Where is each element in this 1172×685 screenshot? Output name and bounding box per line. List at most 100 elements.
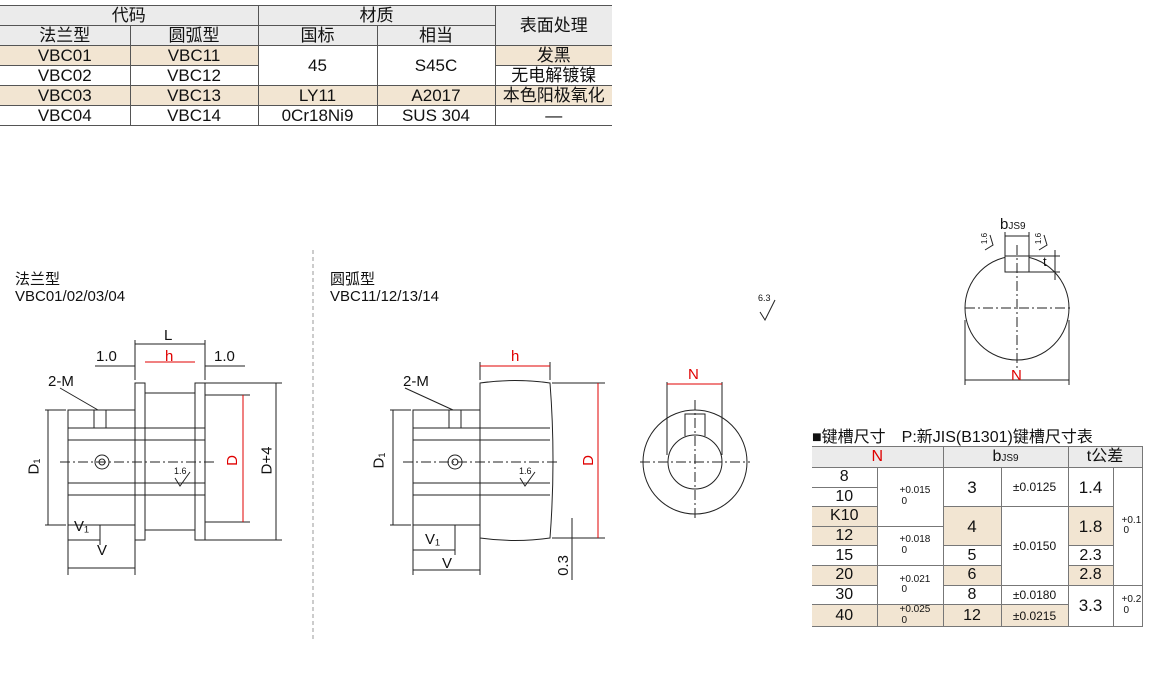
arc-drawing	[390, 362, 605, 580]
dim-D4: D+4	[258, 446, 276, 475]
keyway-drawing	[964, 232, 1070, 385]
cell-N: 40	[812, 604, 878, 628]
cell-N: 8	[812, 467, 878, 488]
b-label: b	[1000, 216, 1009, 233]
b-subscript: JS9	[1008, 221, 1026, 232]
cell: VBC11	[129, 45, 258, 66]
header-arc: 圆弧型	[129, 25, 258, 46]
header-t: t公差	[1067, 446, 1143, 468]
roughness: 1.6	[519, 466, 532, 476]
dim-D: D	[223, 455, 241, 466]
cell: VBC03	[0, 85, 130, 106]
cell-b-tol: ±0.0150	[1000, 506, 1069, 586]
header-gb: 国标	[257, 25, 377, 46]
cell: VBC04	[0, 105, 130, 126]
cell: VBC02	[0, 65, 130, 86]
cell-N: 10	[812, 486, 878, 508]
dim-V1: V₁	[425, 531, 441, 548]
cell-b: 6	[942, 564, 1002, 586]
dim-h: h	[511, 348, 520, 365]
header-equiv: 相当	[376, 25, 495, 46]
cell-t: 2.8	[1067, 564, 1114, 586]
cell: —	[494, 105, 612, 126]
cell-t: 1.8	[1067, 506, 1114, 547]
header-surface: 表面处理	[494, 5, 612, 46]
cell-N: 15	[812, 545, 878, 566]
dim-b: bJS9	[1000, 216, 1026, 233]
general-roughness: 6.3	[758, 293, 771, 303]
flange-title: 法兰型	[15, 271, 61, 288]
roughness-right: 1.6	[1034, 232, 1044, 245]
cell-N: 20	[812, 564, 878, 586]
dim-gap-left: 1.0	[96, 348, 117, 365]
header-N: N	[812, 446, 944, 468]
cell-b: 8	[942, 584, 1002, 606]
cell-N: 30	[812, 584, 878, 606]
dim-L: L	[164, 327, 173, 344]
cell: 无电解镀镍	[494, 65, 612, 86]
cell-b-tol: ±0.0215	[1000, 604, 1069, 628]
flange-drawing	[45, 340, 282, 575]
cell: 发黑	[494, 45, 612, 66]
cell-b: 4	[942, 506, 1002, 547]
cell-b-tol: ±0.0125	[1000, 466, 1069, 508]
cell: 45	[257, 45, 377, 86]
cell: A2017	[376, 85, 495, 106]
dim-V1: V₁	[74, 518, 90, 535]
cell-b: 3	[942, 466, 1002, 508]
dim-N: N	[688, 366, 699, 383]
side-view-drawing	[640, 299, 776, 520]
dim-h: h	[165, 348, 174, 365]
cell: 0Cr18Ni9	[257, 105, 377, 126]
cell-N: 12	[812, 525, 878, 547]
dim-gap-right: 1.0	[214, 348, 235, 365]
dim-V: V	[442, 555, 453, 572]
header-code: 代码	[0, 5, 258, 26]
cell: LY11	[257, 85, 377, 106]
b-subscript: JS9	[1001, 453, 1019, 464]
cell-N: K10	[812, 506, 878, 527]
key-table-title: ■键槽尺寸 P:新JIS(B1301)键槽尺寸表	[812, 429, 1093, 446]
dim-N: N	[1011, 367, 1022, 384]
roughness: 1.6	[174, 466, 187, 476]
tap-label: 2-M	[48, 373, 74, 390]
cell-t: 2.3	[1067, 545, 1114, 566]
cell-b: 5	[942, 545, 1002, 566]
cell: SUS 304	[376, 105, 495, 126]
tap-label: 2-M	[403, 373, 429, 390]
dim-D1: D₁	[370, 452, 388, 469]
dim-t: t	[1043, 254, 1047, 269]
b-label: b	[992, 448, 1002, 465]
header-b: bJS9	[942, 446, 1069, 468]
cell: VBC01	[0, 45, 130, 66]
cell-b: 12	[942, 604, 1002, 628]
dim-offset: 0.3	[554, 555, 572, 576]
cell-t: 3.3	[1067, 584, 1114, 628]
flange-codes: VBC01/02/03/04	[15, 288, 126, 305]
header-flange: 法兰型	[0, 25, 130, 46]
dim-V: V	[97, 542, 108, 559]
dim-D: D	[579, 455, 597, 466]
cell-t: 1.4	[1067, 466, 1114, 508]
cell-b-tol: ±0.0180	[1000, 584, 1069, 606]
roughness-left: 1.6	[980, 232, 990, 245]
arc-title: 圆弧型	[330, 271, 376, 288]
cell: VBC13	[129, 85, 258, 106]
header-material: 材质	[257, 5, 495, 26]
dim-D1: D₁	[25, 458, 43, 475]
cell: VBC14	[129, 105, 258, 126]
cell: VBC12	[129, 65, 258, 86]
cell: 本色阳极氧化	[494, 85, 612, 106]
